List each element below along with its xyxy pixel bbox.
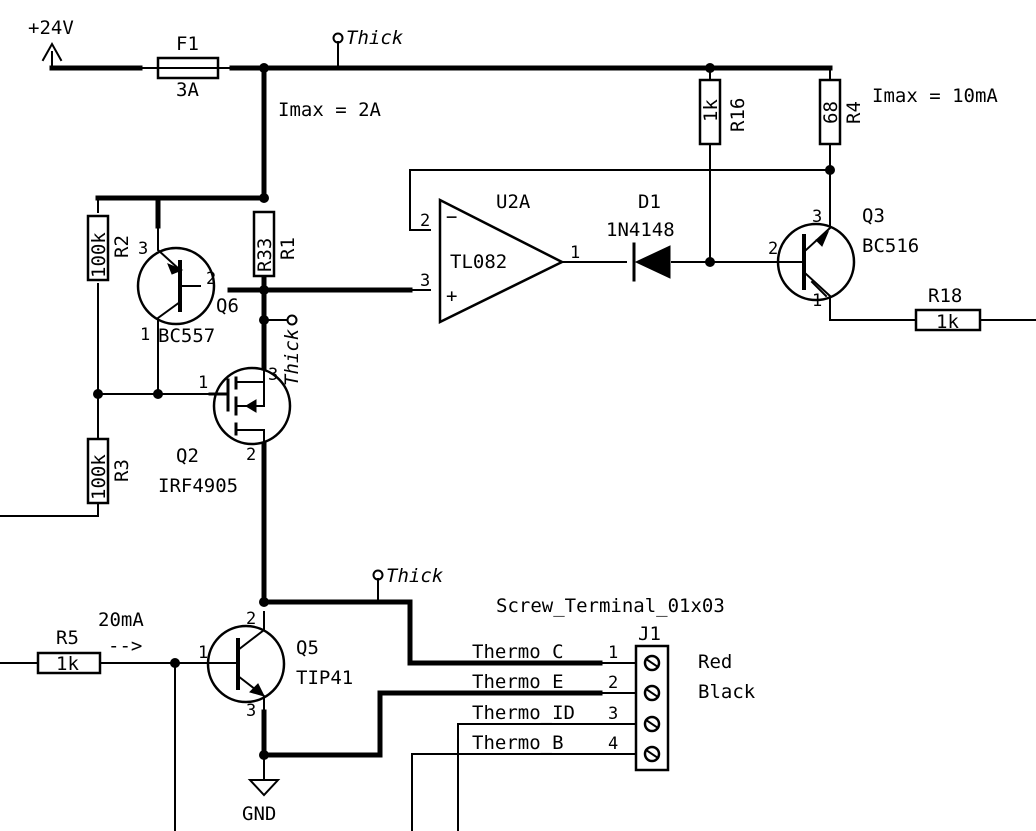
note-imax-main: Imax = 2A (278, 99, 382, 121)
note-imax-ref: Imax = 10mA (872, 85, 998, 107)
resistor-r16: 1k R16 (698, 78, 749, 146)
resistor-r18: R18 1k (914, 285, 982, 333)
opamp-pin-plus: 3 (420, 271, 430, 291)
q5-value: TIP41 (296, 667, 353, 689)
connector-pin-3: 3 (608, 704, 618, 724)
resistor-ref: R5 (56, 627, 79, 649)
terminal-screw (643, 654, 661, 672)
diode-ref: D1 (638, 191, 661, 213)
connector-j1: Screw_Terminal_01x03 J1 Thermo_C Thermo_… (472, 595, 756, 772)
resistor-value: 100k (88, 232, 110, 278)
q6-pin-e: 3 (138, 239, 148, 259)
connector-pin-4: 4 (608, 734, 618, 754)
net-label-thermo-id: Thermo_ID (472, 702, 575, 724)
q6-pin-c: 1 (140, 325, 150, 345)
transistor-q2: 1 3 2 Q2 IRF4905 (158, 365, 292, 497)
net-flag-thick-bottom: Thick (372, 565, 444, 587)
resistor-value: 100k (88, 454, 110, 500)
resistor-value: R33 (254, 238, 276, 272)
resistor-value: 68 (820, 101, 842, 124)
power-24v-label: +24V (28, 17, 74, 39)
resistor-ref: R2 (111, 235, 133, 258)
resistor-value: 1k (56, 653, 79, 675)
wires (0, 41, 1036, 831)
fuse-f1: F1 3A (139, 33, 233, 101)
resistor-ref: R18 (928, 285, 962, 307)
wire-color-black: Black (698, 681, 756, 703)
transistor-q3: 2 3 1 Q3 BC516 (768, 205, 919, 311)
opamp-ref: U2A (496, 191, 531, 213)
q3-ref: Q3 (862, 205, 885, 227)
diode-value: 1N4148 (606, 219, 675, 241)
resistor-r3: 100k R3 (86, 437, 133, 505)
opamp-pin-minus: 2 (420, 211, 430, 231)
resistor-value: 1k (936, 311, 959, 333)
junctions (93, 63, 835, 760)
note-current: 20mA (98, 609, 144, 631)
resistor-ref: R1 (277, 237, 299, 260)
resistor-ref: R3 (111, 459, 133, 482)
q5-pin-e: 3 (246, 701, 256, 721)
q2-value: IRF4905 (158, 475, 238, 497)
q6-ref: Q6 (216, 295, 239, 317)
resistor-ref: R4 (843, 101, 865, 124)
q6-pin-b: 2 (206, 269, 216, 289)
opamp-value: TL082 (450, 251, 507, 273)
note-arrow: --> (108, 635, 142, 657)
terminal-screw (643, 715, 661, 733)
q6-value: BC557 (158, 325, 215, 347)
resistor-r5: R5 1k (36, 627, 102, 675)
q3-pin-c: 3 (812, 207, 822, 227)
fuse-value: 3A (176, 79, 199, 101)
opamp-pin-out: 1 (570, 243, 580, 263)
resistor-value: 1k (700, 99, 722, 122)
transistor-q5: 1 2 3 Q5 TIP41 (198, 609, 353, 721)
resistor-r2: 100k R2 (86, 214, 133, 282)
resistor-r1: R33 R1 (252, 210, 299, 278)
q3-pin-b: 2 (768, 239, 778, 259)
resistor-r4: 68 R4 (818, 78, 865, 146)
q2-ref: Q2 (176, 445, 199, 467)
diode-d1: D1 1N4148 (606, 191, 675, 282)
opamp-minus-sign: − (446, 206, 457, 228)
net-flag-label: Thick (346, 27, 404, 49)
wire-color-red: Red (698, 651, 732, 673)
fuse-ref: F1 (176, 33, 199, 55)
q2-pin-g: 1 (198, 373, 208, 393)
net-label-thermo-b: Thermo_B (472, 732, 564, 754)
opamp-plus-sign: + (446, 285, 457, 307)
terminal-screw (643, 684, 661, 702)
gnd-label: GND (242, 803, 276, 825)
connector-value: Screw_Terminal_01x03 (496, 595, 725, 617)
q3-pin-e: 1 (812, 291, 822, 311)
connector-pin-1: 1 (608, 643, 618, 663)
q2-pin-d: 2 (246, 445, 256, 465)
connector-pin-2: 2 (608, 673, 618, 693)
gnd-symbol: GND (242, 779, 281, 825)
q5-ref: Q5 (296, 637, 319, 659)
net-flag-thick-top: Thick (332, 27, 404, 49)
connector-ref: J1 (638, 623, 661, 645)
net-flag-label: Thick (386, 565, 444, 587)
net-flag-thick-mid: Thick (281, 314, 303, 386)
net-label-thermo-e: Thermo_E (472, 671, 564, 693)
net-label-thermo-c: Thermo_C (472, 641, 564, 663)
q2-pin-s: 3 (268, 365, 278, 385)
power-24v-symbol: +24V (28, 17, 74, 62)
q5-pin-c: 2 (246, 609, 256, 629)
transistor-q6: 2 3 1 Q6 BC557 (136, 225, 239, 347)
terminal-screw (643, 745, 661, 763)
q3-value: BC516 (862, 235, 919, 257)
net-flag-label: Thick (281, 328, 303, 386)
opamp-u2a: − + 2 3 1 U2A TL082 (420, 191, 580, 325)
resistor-ref: R16 (727, 98, 749, 132)
q5-pin-b: 1 (198, 643, 208, 663)
